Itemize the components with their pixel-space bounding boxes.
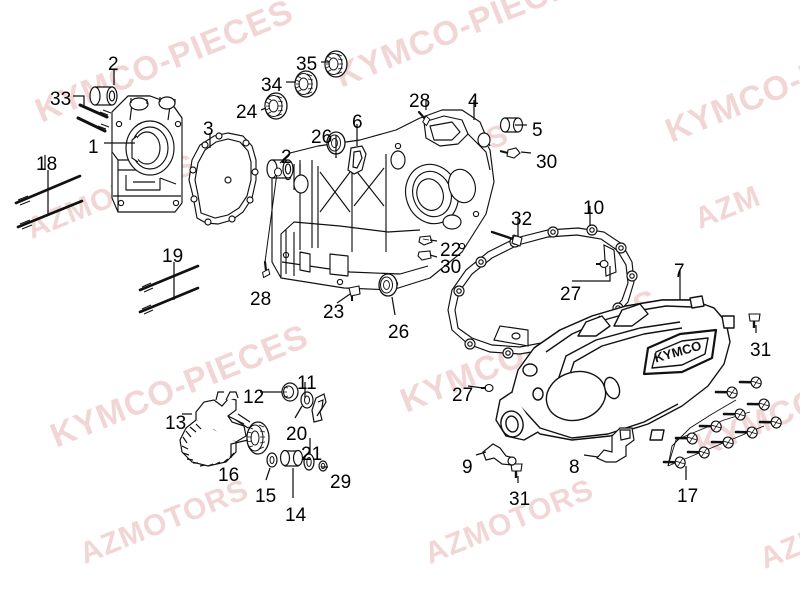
- callout-24[interactable]: 24: [236, 102, 258, 123]
- callout-17[interactable]: 17: [677, 486, 699, 507]
- part-1-right-crankcase-half: [111, 95, 183, 213]
- callout-18[interactable]: 18: [36, 154, 58, 175]
- callout-30-mid[interactable]: 30: [440, 257, 462, 278]
- callout-2-mid[interactable]: 2: [281, 147, 292, 168]
- callout-4[interactable]: 4: [468, 91, 479, 112]
- part-5-rubber-plug: [499, 117, 524, 133]
- part-18-stud-bolts: [14, 174, 84, 230]
- callout-1[interactable]: 1: [88, 137, 99, 158]
- part-30-washer-mid: [417, 250, 432, 261]
- callout-29[interactable]: 29: [330, 472, 352, 493]
- part-23-bolt: [348, 285, 361, 301]
- part-16-kick-driven-gear: [246, 421, 270, 455]
- callout-23[interactable]: 23: [323, 302, 345, 323]
- part-20-thrust-washer: [300, 391, 314, 409]
- leader-28-left: [264, 172, 278, 263]
- part-29-small-seal: [318, 460, 328, 472]
- callout-27-upper[interactable]: 27: [560, 284, 582, 305]
- part-31-screw-left: [510, 463, 523, 478]
- part-19-stud-bolts: [138, 264, 200, 315]
- part-4-left-crankcase-half: [271, 109, 495, 291]
- part-26-oil-seal-lower: [378, 273, 398, 297]
- callout-33[interactable]: 33: [50, 89, 72, 110]
- part-7-left-crankcase-cover: [495, 295, 735, 441]
- part-31-screw-right: [748, 313, 761, 328]
- callout-15[interactable]: 15: [255, 486, 277, 507]
- part-28-flange-bolt-left: [256, 260, 273, 279]
- part-30-washer-top: [499, 147, 521, 159]
- callout-5[interactable]: 5: [532, 120, 543, 141]
- part-12-bushing: [281, 382, 299, 402]
- callout-7[interactable]: 7: [674, 261, 685, 282]
- callout-32[interactable]: 32: [511, 209, 533, 230]
- part-27-dowel-pin-upper: [596, 259, 609, 269]
- callout-10[interactable]: 10: [583, 198, 605, 219]
- callout-14[interactable]: 14: [285, 505, 307, 526]
- part-15-washer: [266, 452, 278, 468]
- part-24-ball-bearing: [264, 92, 288, 120]
- part-3-crankcase-gasket: [188, 132, 259, 226]
- part-9-cable-clamp: [482, 443, 517, 466]
- part-22-drain-plug: [418, 235, 433, 246]
- part-21-circlip: [303, 453, 315, 471]
- callout-31-right[interactable]: 31: [750, 340, 772, 361]
- callout-12[interactable]: 12: [243, 387, 265, 408]
- callout-26-lower[interactable]: 26: [388, 322, 410, 343]
- part-32-long-bolt: [490, 230, 523, 247]
- callout-3[interactable]: 3: [203, 119, 214, 140]
- callout-28-left[interactable]: 28: [250, 289, 272, 310]
- callout-26-upper[interactable]: 26: [311, 127, 333, 148]
- part-11-kick-spring: [311, 393, 327, 423]
- callout-34[interactable]: 34: [261, 75, 283, 96]
- callout-22[interactable]: 22: [440, 240, 462, 261]
- callout-19[interactable]: 19: [162, 246, 184, 267]
- callout-2-top[interactable]: 2: [108, 54, 119, 75]
- callout-8[interactable]: 8: [569, 457, 580, 478]
- callout-35[interactable]: 35: [296, 54, 318, 75]
- part-2-dowel-collar-top: [89, 86, 118, 106]
- callout-11[interactable]: 11: [297, 373, 317, 394]
- callout-6[interactable]: 6: [352, 112, 363, 133]
- part-17-cover-bolts: [662, 373, 785, 475]
- callout-28-top[interactable]: 28: [409, 91, 431, 112]
- callout-27-lower[interactable]: 27: [452, 385, 474, 406]
- callout-20[interactable]: 20: [286, 424, 308, 445]
- bolt-head-28: [274, 167, 282, 177]
- callout-9[interactable]: 9: [462, 457, 473, 478]
- callout-31-left[interactable]: 31: [509, 489, 531, 510]
- part-8-cable-bracket: [596, 427, 635, 463]
- callout-16[interactable]: 16: [218, 465, 240, 486]
- callout-30-top[interactable]: 30: [536, 152, 558, 173]
- part-33-stud-bolts: [76, 103, 112, 133]
- callout-21[interactable]: 21: [301, 444, 323, 465]
- callout-13[interactable]: 13: [165, 413, 187, 434]
- part-14-collar: [279, 449, 304, 467]
- leader-lines: [44, 61, 757, 498]
- part-13-kick-starter-shaft: [179, 391, 251, 467]
- part-6-oil-guide-plate: [347, 145, 367, 175]
- part-35-ball-bearing: [324, 50, 348, 78]
